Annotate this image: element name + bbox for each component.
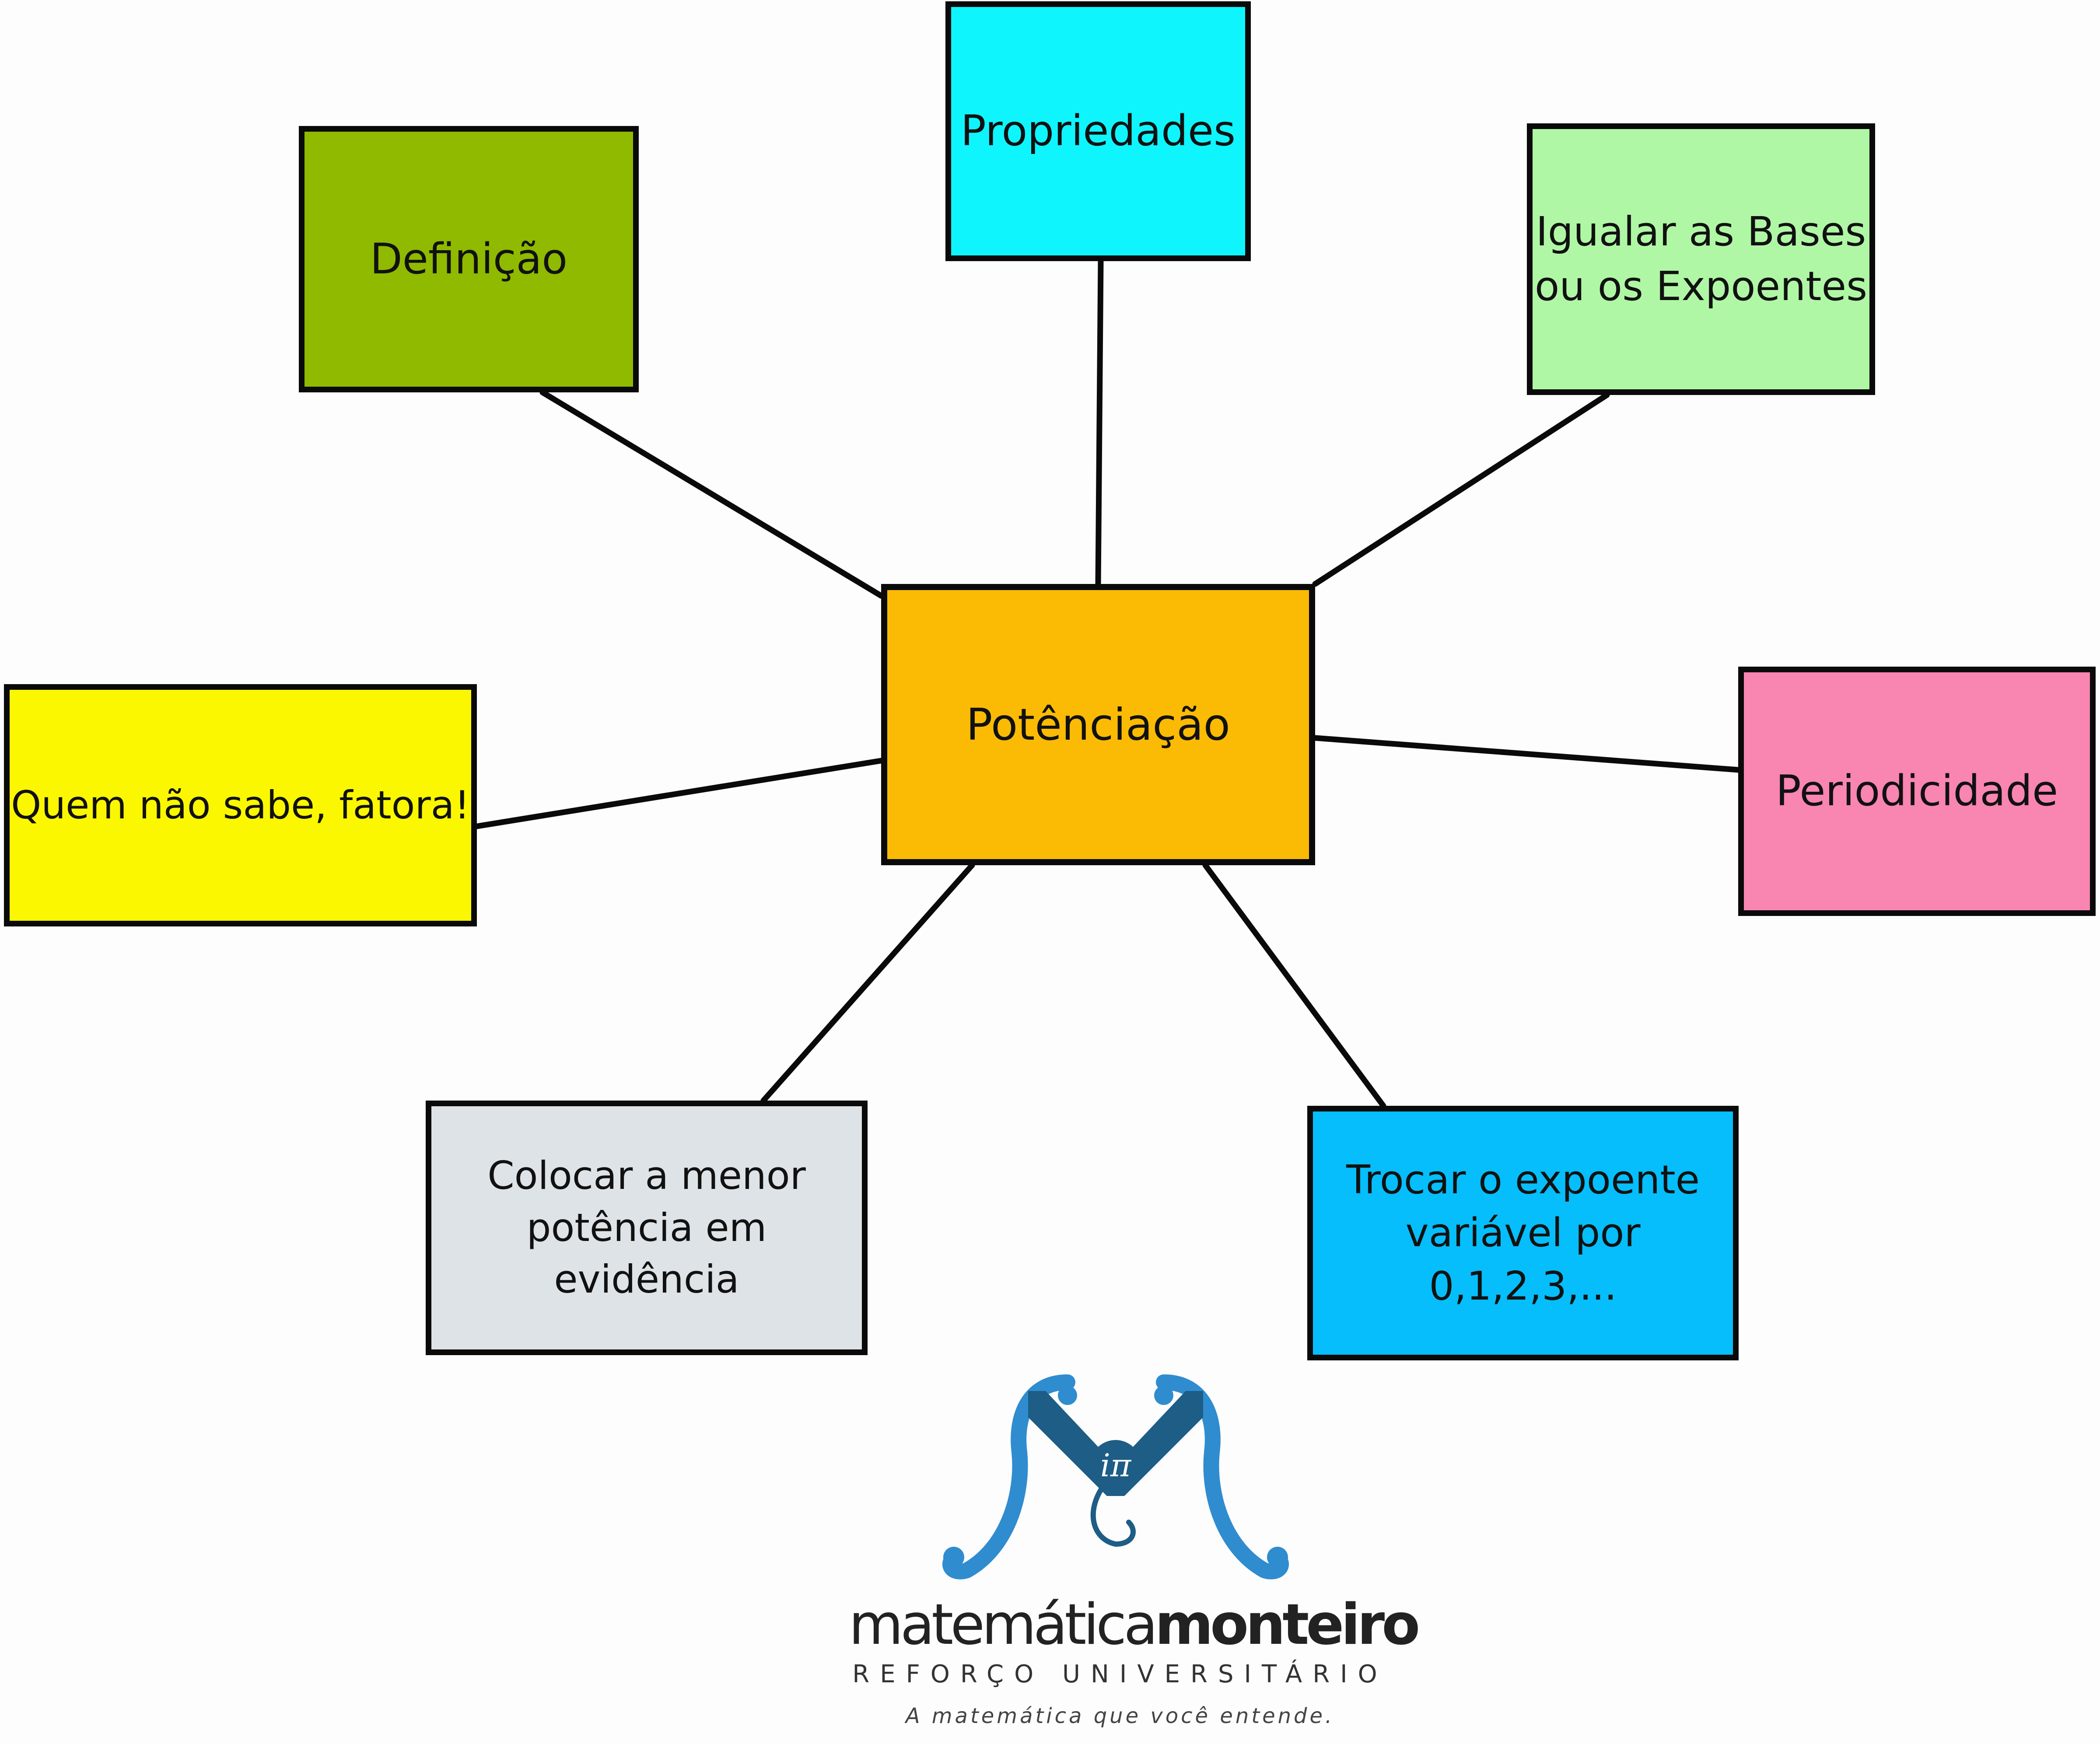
brand-wordmark: matemáticamonteiro (849, 1592, 1420, 1657)
node-definicao: Definição (299, 126, 639, 392)
connector-trocar (1202, 862, 1386, 1109)
node-center-potenciacao: Potênciação (881, 584, 1315, 865)
connector-propriedades (1095, 258, 1104, 587)
node-trocar-expoente: Trocar o expoente variável por 0,1,2,3,.… (1307, 1106, 1739, 1360)
node-label: Definição (370, 234, 568, 283)
node-colocar-menor-potencia: Colocar a menor potência em evidência (426, 1101, 868, 1355)
connector-definicao (539, 389, 884, 599)
node-periodicidade: Periodicidade (1738, 667, 2096, 916)
connector-fatora (474, 758, 884, 829)
svg-text:iπ: iπ (1100, 1447, 1132, 1484)
connector-igualar (1312, 392, 1610, 587)
node-label: Trocar o expoente variável por 0,1,2,3,.… (1346, 1157, 1700, 1309)
node-label: Propriedades (960, 106, 1236, 156)
node-propriedades: Propriedades (945, 1, 1251, 261)
node-label: Colocar a menor potência em evidência (487, 1153, 806, 1302)
connector-colocar (760, 862, 975, 1104)
brand-logo: iπ matemáticamonteiro REFORÇO UNIVERSITÁ… (822, 1365, 1420, 1732)
node-label: Quem não sabe, fatora! (11, 782, 470, 828)
center-label: Potênciação (966, 699, 1230, 750)
brand-tagline: A matemática que você entende. (905, 1704, 1335, 1728)
connector-periodicidade (1312, 735, 1741, 773)
m-pi-monogram-icon: iπ (942, 1374, 1289, 1580)
brand-subtitle: REFORÇO UNIVERSITÁRIO (852, 1660, 1388, 1688)
node-label: Igualar as Bases ou os Expoentes (1534, 208, 1868, 310)
node-quem-nao-sabe-fatora: Quem não sabe, fatora! (4, 684, 477, 926)
node-label: Periodicidade (1775, 766, 2058, 816)
node-igualar-bases: Igualar as Bases ou os Expoentes (1527, 123, 1875, 395)
